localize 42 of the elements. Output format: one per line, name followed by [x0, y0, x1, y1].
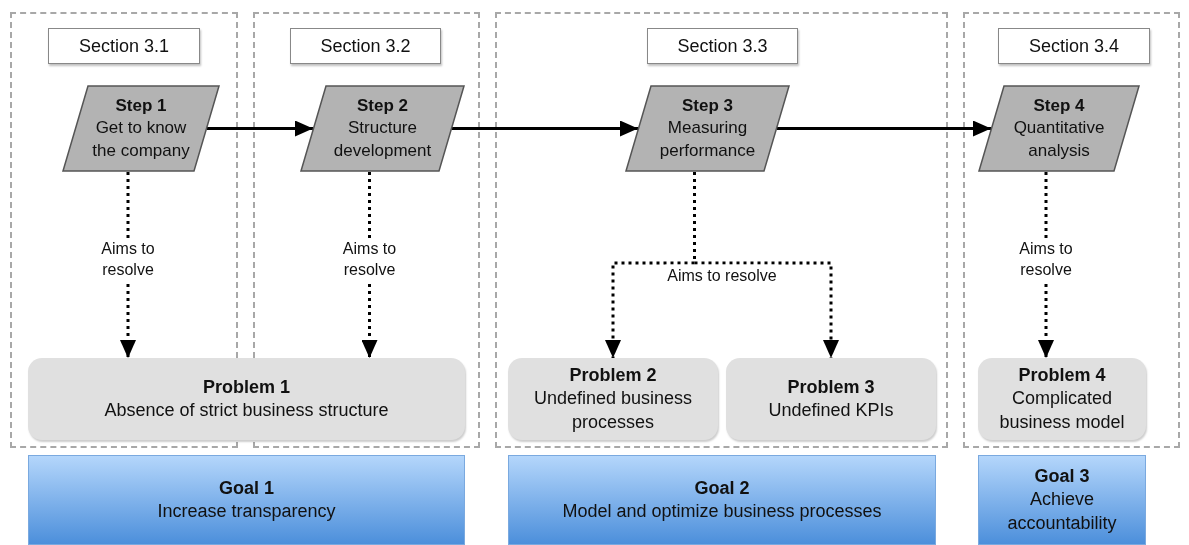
step-parallelogram	[625, 85, 790, 172]
goal-description: Increase transparency	[157, 500, 336, 523]
section-label: Section 3.1	[78, 35, 170, 57]
dashed-section-frame	[963, 12, 1180, 448]
step-description: Get to know the company	[91, 117, 191, 162]
step-title: Step 4	[1033, 95, 1085, 118]
problem-title: Problem 1	[203, 375, 290, 399]
problem-description: Complicated business model	[998, 387, 1126, 434]
goal-bar	[978, 455, 1146, 545]
problem-box	[28, 358, 465, 440]
goal-title: Goal 3	[1034, 464, 1090, 488]
problem-description: Undefined KPIs	[768, 399, 894, 422]
section-label: Section 3.4	[1028, 35, 1120, 57]
goal-bar	[28, 455, 465, 545]
problem-title: Problem 4	[1018, 363, 1106, 387]
goal-description: Achieve accountability	[1006, 488, 1118, 535]
step-title: Step 1	[115, 95, 167, 118]
step-description: Measuring performance	[658, 117, 757, 162]
problem-title: Problem 2	[569, 363, 657, 387]
problem-box	[978, 358, 1146, 440]
step-description: Structure development	[332, 117, 433, 162]
arrow	[207, 120, 313, 137]
step-parallelogram	[300, 85, 465, 172]
goal-bar	[508, 455, 936, 545]
step-description: Quantitative analysis	[1012, 117, 1106, 162]
step-title: Step 3	[682, 95, 733, 118]
problem-box	[508, 358, 718, 440]
step-title: Step 2	[357, 95, 408, 118]
goal-description: Model and optimize business processes	[562, 500, 882, 523]
dashed-section-frame	[495, 12, 948, 448]
arrow	[452, 120, 638, 137]
problem-description: Absence of strict business structure	[104, 399, 389, 422]
goal-title: Goal 1	[219, 476, 274, 500]
step-parallelogram	[978, 85, 1140, 172]
goal-title: Goal 2	[694, 476, 750, 500]
section-label: Section 3.3	[677, 35, 768, 57]
problem-description: Undefined business processes	[532, 387, 694, 434]
problem-title: Problem 3	[787, 375, 875, 399]
section-label: Section 3.2	[320, 35, 411, 57]
step-parallelogram	[62, 85, 220, 172]
arrow	[777, 120, 991, 137]
problem-box	[726, 358, 936, 440]
